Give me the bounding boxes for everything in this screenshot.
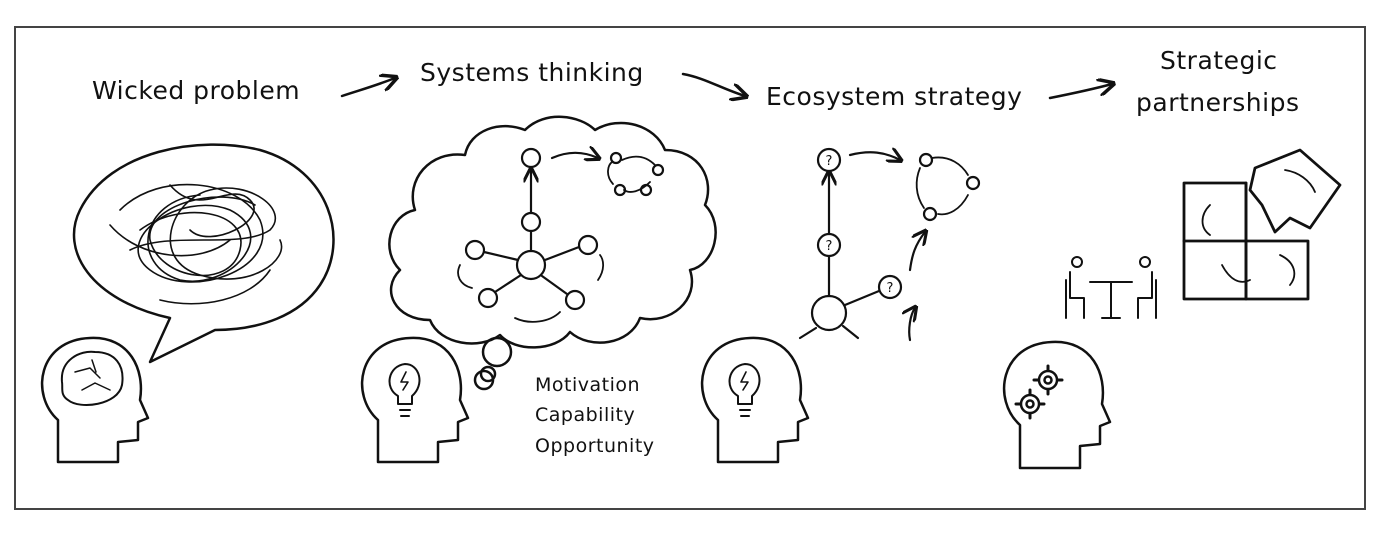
- node-question-1: ?: [826, 154, 833, 169]
- node-question-2: ?: [826, 239, 833, 254]
- com-b-capability: Capability: [535, 404, 636, 426]
- ecosystem-network: [798, 149, 981, 342]
- com-b-motivation: Motivation: [535, 374, 641, 396]
- head-brain-icon: [40, 336, 150, 464]
- meeting-table-icon: [1065, 256, 1157, 319]
- puzzle-icon: [1182, 148, 1342, 301]
- arrow-1-icon: [340, 78, 395, 98]
- head-gears-icon: [1002, 340, 1112, 470]
- thought-cloud: [388, 115, 717, 391]
- node-question-3: ?: [887, 281, 894, 296]
- arrow-2-icon: [681, 72, 745, 96]
- com-b-opportunity: Opportunity: [535, 435, 655, 457]
- step-wicked-problem: Wicked problem: [92, 76, 301, 105]
- head-lightbulb-icon: [360, 336, 470, 464]
- diagram-frame: [14, 26, 1366, 510]
- arrow-3-icon: [1048, 84, 1112, 100]
- scribble-speech-bubble: [72, 143, 335, 364]
- step-ecosystem-strategy: Ecosystem strategy: [766, 82, 1023, 111]
- flow-arrows: [340, 72, 1112, 100]
- head-lightbulb-icon: [700, 336, 810, 464]
- step-strategic-line1: Strategic: [1160, 46, 1278, 75]
- question-marks: ? ? ?: [826, 154, 894, 296]
- step-systems-thinking: Systems thinking: [420, 58, 644, 87]
- systems-network: [457, 149, 665, 323]
- step-strategic-line2: partnerships: [1136, 88, 1300, 117]
